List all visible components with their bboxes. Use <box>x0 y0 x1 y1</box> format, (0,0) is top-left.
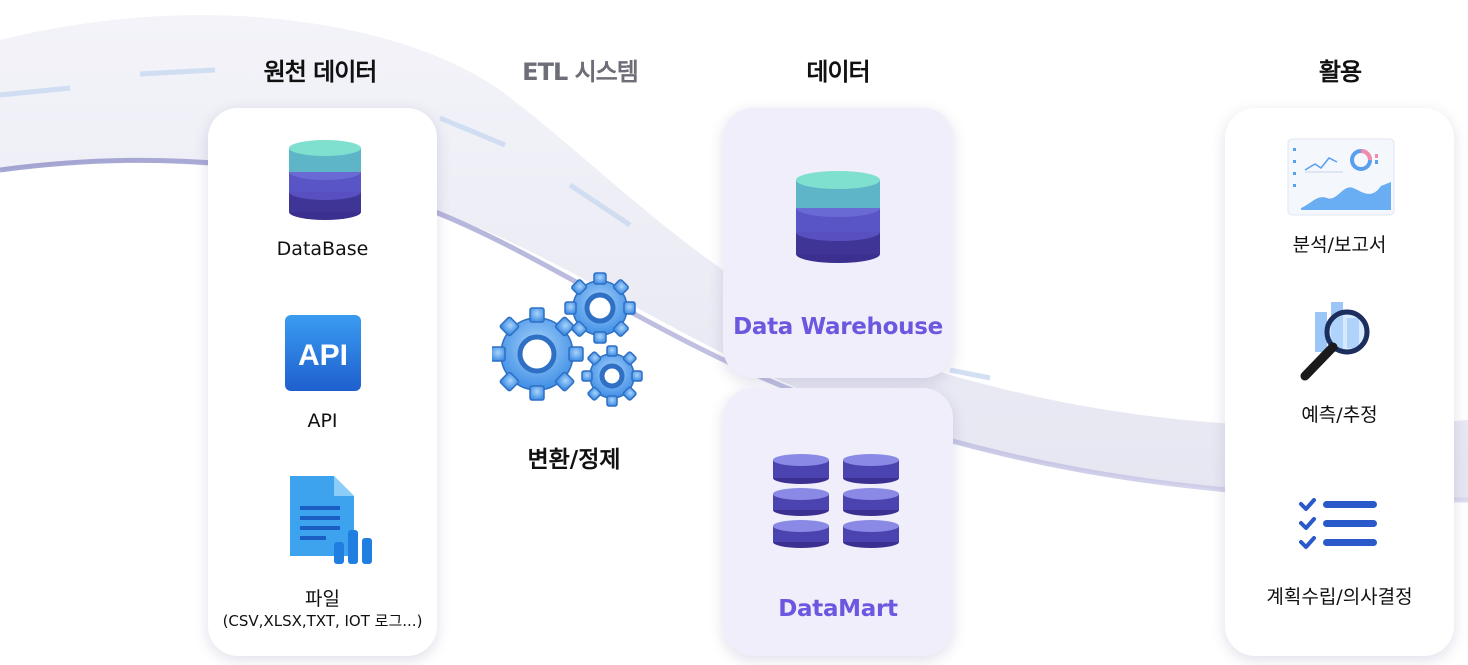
dashboard-icon <box>1287 138 1395 216</box>
usage-label-forecast: 예측/추정 <box>1301 404 1378 426</box>
usage-card: 분석/보고서 예측/추정 계획수립/의사결정 <box>1225 108 1454 656</box>
gears-icon <box>492 272 643 407</box>
data-warehouse-card: Data Warehouse <box>723 108 953 378</box>
source-label-file: 파일 <box>305 588 340 610</box>
checklist-icon <box>1299 498 1377 549</box>
api-icon: API <box>285 315 361 391</box>
etl-label: 변환/정제 <box>527 447 621 473</box>
column-title-data: 데이터 <box>806 58 870 86</box>
datamart-card: DataMart <box>723 388 953 656</box>
source-label-api: API <box>307 410 338 432</box>
usage-label-planning: 계획수립/의사결정 <box>1266 586 1413 608</box>
column-title-usage: 활용 <box>1318 58 1362 86</box>
data-warehouse-label: Data Warehouse <box>733 314 943 340</box>
database-icon <box>796 171 880 263</box>
source-card: DataBase API API 파일 (CSV,XLSX,TXT, IOT 로… <box>208 108 437 656</box>
database-icon <box>289 140 361 220</box>
column-title-etl: ETL 시스템 <box>522 58 639 86</box>
magnifier-icon <box>1300 302 1370 381</box>
datamart-label: DataMart <box>778 596 898 622</box>
source-label-database: DataBase <box>276 238 369 260</box>
database-grid-icon <box>773 454 899 548</box>
svg-text:API: API <box>298 339 348 372</box>
source-sublabel-file: (CSV,XLSX,TXT, IOT 로그...) <box>222 612 423 630</box>
file-icon <box>290 476 372 564</box>
usage-label-report: 분석/보고서 <box>1292 234 1387 256</box>
column-title-source: 원천 데이터 <box>263 58 378 86</box>
